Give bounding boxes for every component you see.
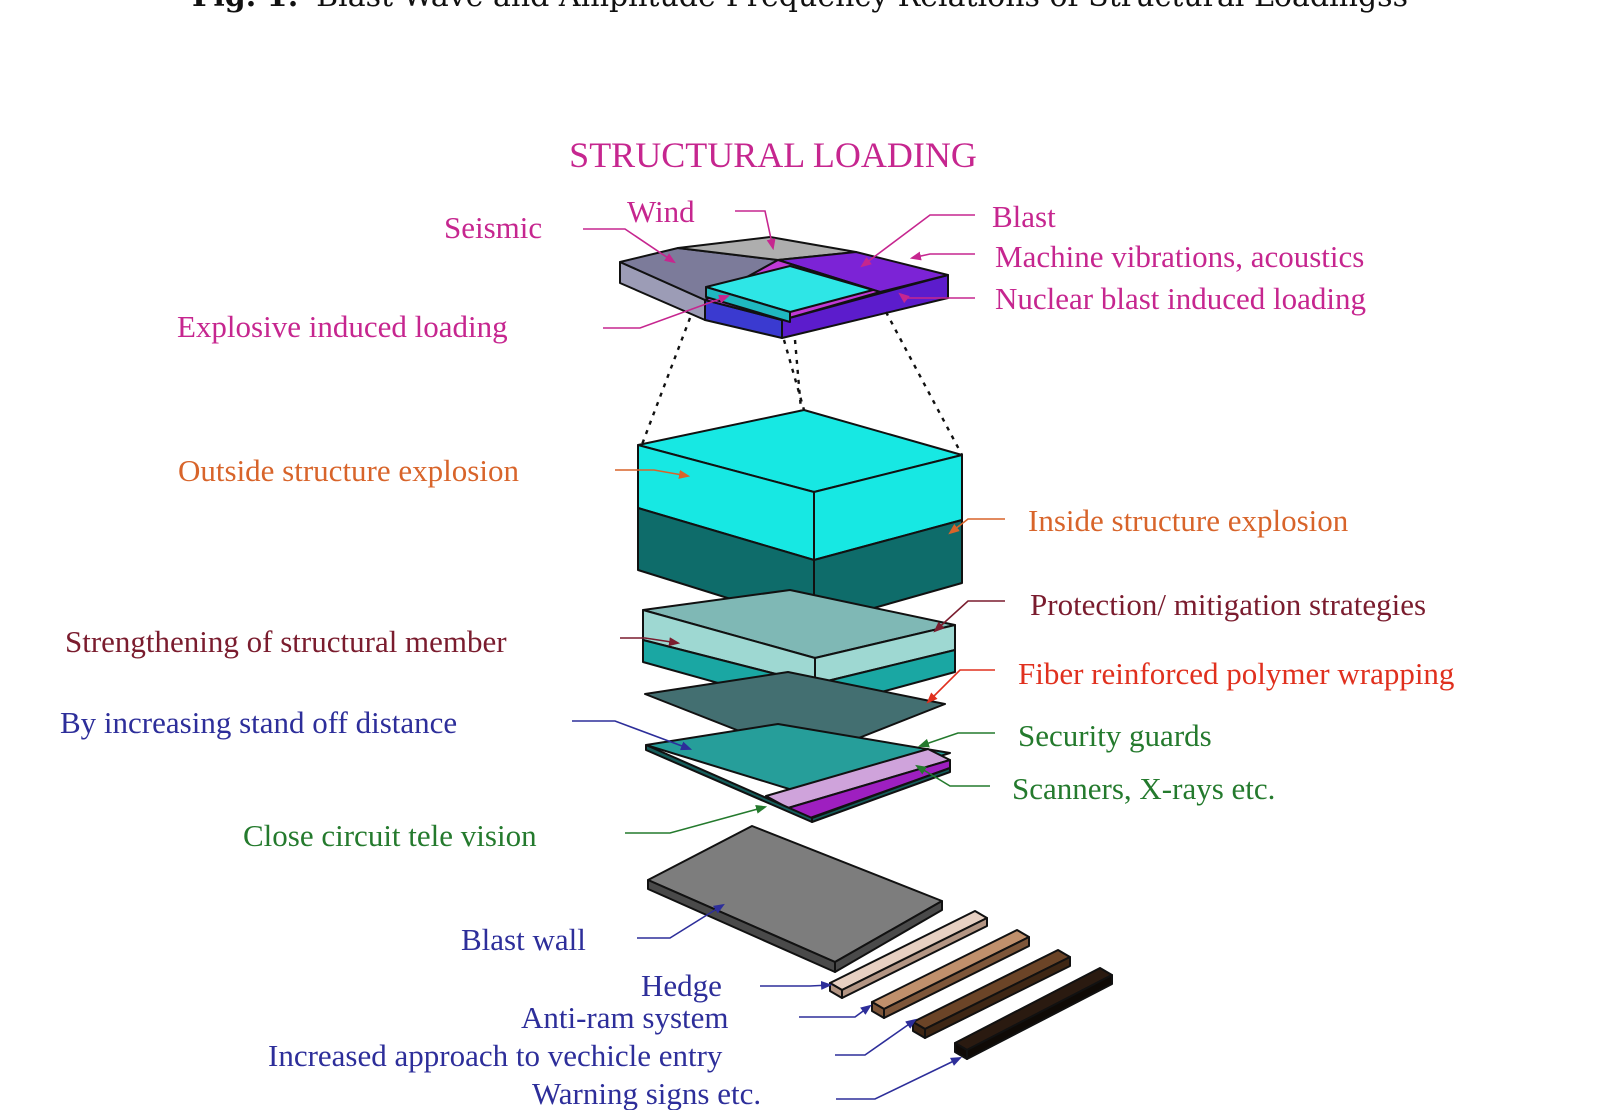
label-machine-vibrations: Machine vibrations, acoustics (995, 239, 1364, 274)
label-outside-explosion: Outside structure explosion (178, 453, 519, 488)
label-fiber-wrapping: Fiber reinforced polymer wrapping (1018, 656, 1454, 691)
label-nuclear-blast: Nuclear blast induced loading (995, 281, 1366, 316)
loading-types-plate (619, 236, 949, 339)
figure-caption-text: Blast Wave and Amplitude-Frequency Relat… (316, 0, 1408, 14)
label-protection-strategies: Protection/ mitigation strategies (1030, 587, 1426, 622)
warning-strip (954, 967, 1113, 1060)
security-sheet (645, 723, 951, 823)
label-blast: Blast (992, 199, 1056, 234)
label-scanners: Scanners, X-rays etc. (1012, 771, 1275, 806)
label-strengthening: Strengthening of structural member (65, 624, 507, 659)
label-cctv: Close circuit tele vision (243, 818, 537, 853)
label-warning-signs: Warning signs etc. (532, 1076, 761, 1110)
figure-caption-bold: Fig. 1: (192, 0, 299, 14)
anti-ram-strip (871, 929, 1030, 1019)
label-security-guards: Security guards (1018, 718, 1212, 753)
label-inside-explosion: Inside structure explosion (1028, 503, 1349, 538)
diagram-title: STRUCTURAL LOADING (569, 135, 977, 175)
label-blast-wall: Blast wall (461, 922, 586, 957)
label-hedge: Hedge (641, 968, 722, 1003)
labels: Seismic Wind Blast Machine vibrations, a… (60, 194, 1454, 1110)
blast-wall-plate (647, 825, 943, 973)
approach-strip (912, 949, 1071, 1039)
hedge-strip (829, 910, 988, 999)
label-explosive-induced: Explosive induced loading (177, 309, 508, 344)
label-anti-ram: Anti-ram system (521, 1000, 729, 1035)
label-seismic: Seismic (444, 210, 542, 245)
figure-caption: Fig. 1: Blast Wave and Amplitude-Frequen… (192, 0, 1408, 14)
label-approach-entry: Increased approach to vechicle entry (268, 1038, 723, 1073)
label-wind: Wind (627, 194, 695, 229)
leader-lines (572, 210, 1005, 1100)
label-standoff-distance: By increasing stand off distance (60, 705, 457, 740)
